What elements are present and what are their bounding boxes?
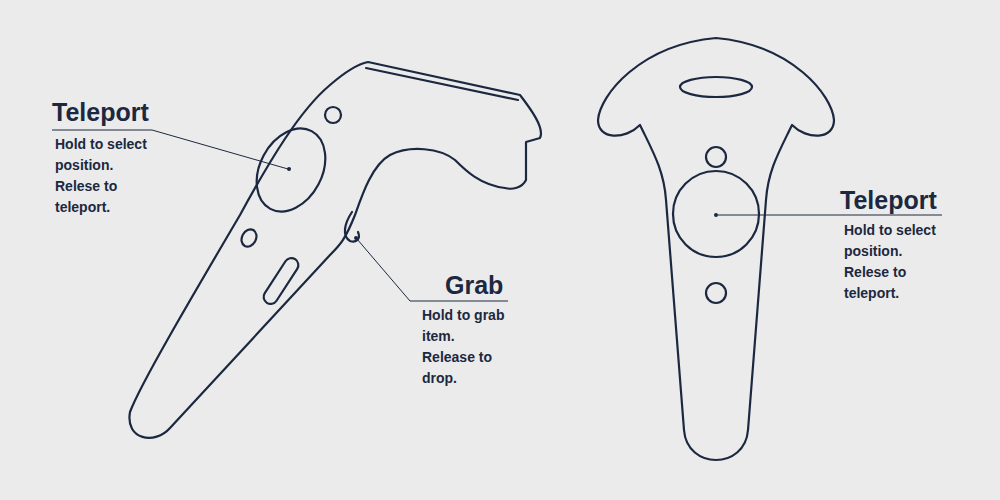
system-button (706, 283, 726, 303)
tracking-ring-hole (680, 77, 752, 97)
trigger (345, 212, 359, 242)
leader-dot (354, 236, 358, 240)
callout-text: Hold to select position. Relese to telep… (55, 134, 155, 218)
controller-front-outline (598, 38, 834, 460)
callout-heading: Teleport (840, 185, 937, 215)
system-button (239, 227, 260, 249)
leader-dot (714, 213, 718, 217)
leader-dot (287, 167, 291, 171)
callout-heading: Grab (445, 270, 503, 300)
leader-line (357, 239, 508, 301)
controller-side-outline (129, 62, 541, 438)
grip-slot (261, 255, 301, 306)
callout-heading: Teleport (52, 97, 149, 127)
callout-text: Hold to select position. Relese to telep… (844, 220, 944, 304)
callout-text: Hold to grab item. Release to drop. (422, 305, 508, 389)
leader-line (718, 215, 942, 216)
menu-button (706, 147, 726, 167)
trackpad (243, 117, 339, 224)
menu-button (325, 107, 341, 123)
controller-top-edge (366, 68, 518, 100)
trackpad (673, 171, 759, 257)
